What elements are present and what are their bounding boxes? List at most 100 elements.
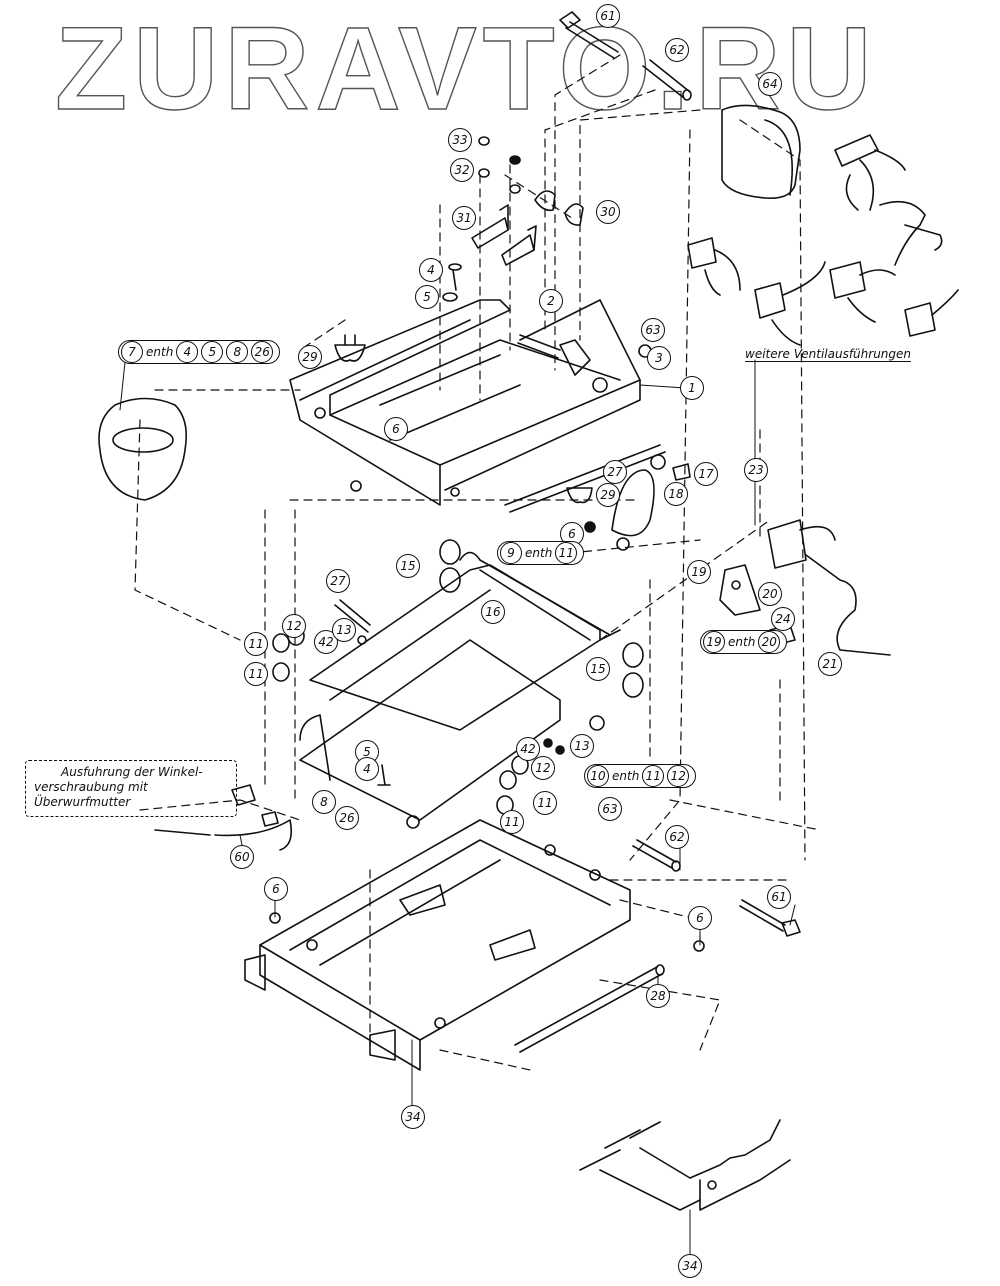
callout-24: 24 [771,607,795,631]
group-item: 5 [201,341,224,363]
note-line-1: Ausfuhrung der Winkel- [61,765,203,779]
note-valve-variants: weitere Ventilausführungen [745,347,912,362]
callout-13-right: 13 [570,734,594,758]
washer-top-right [509,184,521,194]
callout-19: 19 [687,560,711,584]
callout-23: 23 [744,458,768,482]
nut-6-mid [584,521,596,533]
group-contains-label: enth [525,546,553,560]
washer-5-top [442,292,458,302]
rollers-15 [439,539,644,698]
group-contains-label: enth [728,635,756,649]
group-contains-label: enth [612,769,640,783]
callout-6-lower-left: 6 [264,877,288,901]
callout-34-detail: 34 [678,1254,702,1278]
group-item: 11 [555,542,578,564]
callout-15-left: 15 [396,554,420,578]
group-main-number: 10 [587,765,609,787]
pin-head [350,480,362,492]
callout-3: 3 [647,346,671,370]
callout-group-7: 7 enth 4 5 8 26 [118,340,281,364]
callout-11-right-b: 11 [500,810,524,834]
callout-64: 64 [758,72,782,96]
callout-29-right: 29 [596,483,620,507]
group-item: 26 [251,341,274,363]
rod-28 [514,964,665,1053]
valve-variants [687,237,959,346]
callout-11-left-a: 11 [244,632,268,656]
bushings-11-12 [272,626,529,815]
callout-31: 31 [452,206,476,230]
shock-absorber-18 [611,454,666,551]
group-main-number: 7 [121,341,143,363]
rod-27 [504,444,666,513]
callout-11-right-a: 11 [533,791,557,815]
callout-34-main: 34 [401,1105,425,1129]
pin-62-top [642,59,692,101]
note-line-2: verschraubung mit [34,780,148,794]
screw-4-bottom [377,764,391,786]
valve-assembly-top-right [834,134,943,266]
cushion-64 [721,104,801,200]
note-line-3: Überwurfmutter [34,795,131,809]
scissor-mechanism [299,551,621,829]
callout-20: 20 [758,582,782,606]
callout-12-right: 12 [531,756,555,780]
bracket-31 [471,204,509,249]
callout-61-top: 61 [596,4,620,28]
callout-12-left: 12 [282,614,306,638]
rubber-buffers-30 [534,190,584,226]
callout-27-rod: 27 [603,460,627,484]
callout-group-10: 10 enth 11 12 [584,764,697,788]
callout-62-top: 62 [665,38,689,62]
assembly-guide-lines [134,54,821,1071]
valve-23 [767,519,891,656]
bushing-17 [672,463,691,481]
stop-buffer-29-left [334,334,366,362]
callout-4-bottom: 4 [355,757,379,781]
group-item: 12 [667,765,690,787]
upper-frame [289,299,641,506]
callout-16: 16 [481,600,505,624]
callout-27-lever: 27 [326,569,350,593]
group-item: 11 [642,765,665,787]
callout-21: 21 [818,652,842,676]
nut-6-bottom-right [693,940,705,952]
group-item: 8 [226,341,249,363]
valve-bracket-19 [719,564,761,616]
callout-63-bottom: 63 [598,797,622,821]
callout-13-left: 13 [332,618,356,642]
callout-61-bottom: 61 [767,885,791,909]
bracket-30 [501,225,537,266]
callout-18: 18 [664,482,688,506]
group-main-number: 9 [500,542,522,564]
callout-6-upper: 6 [384,417,408,441]
nut-13 [357,635,367,645]
callout-28: 28 [646,984,670,1008]
callout-6-lower-right: 6 [688,906,712,930]
group-item: 4 [176,341,199,363]
nut-top-right [509,155,521,165]
bolt-61-top [559,11,619,59]
callout-11-left-b: 11 [244,662,268,686]
nut-33 [478,136,490,146]
group-contains-label: enth [146,345,174,359]
lever-27 [334,599,371,633]
frame-detail-inset [579,1119,791,1211]
callout-group-9: 9 enth 11 [497,541,585,565]
air-spring-7 [98,397,188,501]
lower-frame [244,819,631,1071]
leader-lines [119,359,796,1263]
callout-26: 26 [335,806,359,830]
callout-1: 1 [680,376,704,400]
nut-13b [555,745,565,755]
callout-8: 8 [312,790,336,814]
callout-30: 30 [596,200,620,224]
callout-32: 32 [450,158,474,182]
callout-15-right: 15 [586,657,610,681]
callout-60: 60 [230,845,254,869]
note-angle-fitting: Ausfuhrung der Winkel- verschraubung mit… [25,760,237,817]
watermark-text: ZURAVTO.RU [54,3,878,135]
